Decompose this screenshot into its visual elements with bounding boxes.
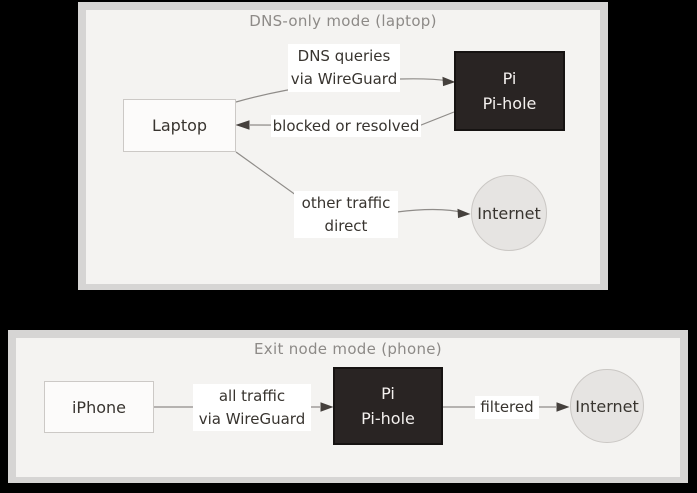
diagram-dns-only-mode: DNS-only mode (laptop) Laptop Pi Pi-hole… [78, 2, 608, 290]
arrowhead-to-laptop [235, 120, 250, 130]
node-iphone: iPhone [44, 381, 154, 433]
diagram-title: Exit node mode (phone) [254, 340, 442, 358]
node-iphone-label: iPhone [71, 397, 126, 417]
node-pihole-label-line1: Pi [502, 69, 517, 88]
edge-label-dns-queries: DNS queries via WireGuard [288, 44, 400, 92]
edge-label-all-traffic: all traffic via WireGuard [193, 384, 311, 431]
arrowhead-to-internet [457, 208, 471, 219]
diagram-title: DNS-only mode (laptop) [249, 12, 437, 30]
node-internet-label: Internet [477, 203, 541, 223]
node-internet: Internet [570, 369, 644, 443]
diagram-exit-node-mode: Exit node mode (phone) iPhone Pi Pi-hole… [8, 330, 688, 483]
node-internet: Internet [471, 175, 547, 251]
arrowhead-to-internet [556, 402, 570, 412]
edge-label-blocked-or-resolved: blocked or resolved [271, 115, 421, 137]
arrowhead-to-pihole [442, 76, 456, 87]
edge-label-other-traffic: other traffic direct [294, 191, 398, 238]
arrowhead-to-pihole [320, 402, 334, 412]
node-laptop: Laptop [123, 99, 236, 152]
node-pihole-label-line2: Pi-hole [482, 94, 537, 113]
node-internet-label: Internet [575, 396, 639, 416]
node-pihole: Pi Pi-hole [333, 367, 443, 445]
node-pihole: Pi Pi-hole [454, 51, 565, 131]
node-laptop-label: Laptop [151, 116, 208, 135]
node-pihole-label-line1: Pi [381, 384, 395, 403]
edge-label-filtered: filtered [475, 396, 539, 419]
node-pihole-label-line2: Pi-hole [361, 409, 415, 428]
